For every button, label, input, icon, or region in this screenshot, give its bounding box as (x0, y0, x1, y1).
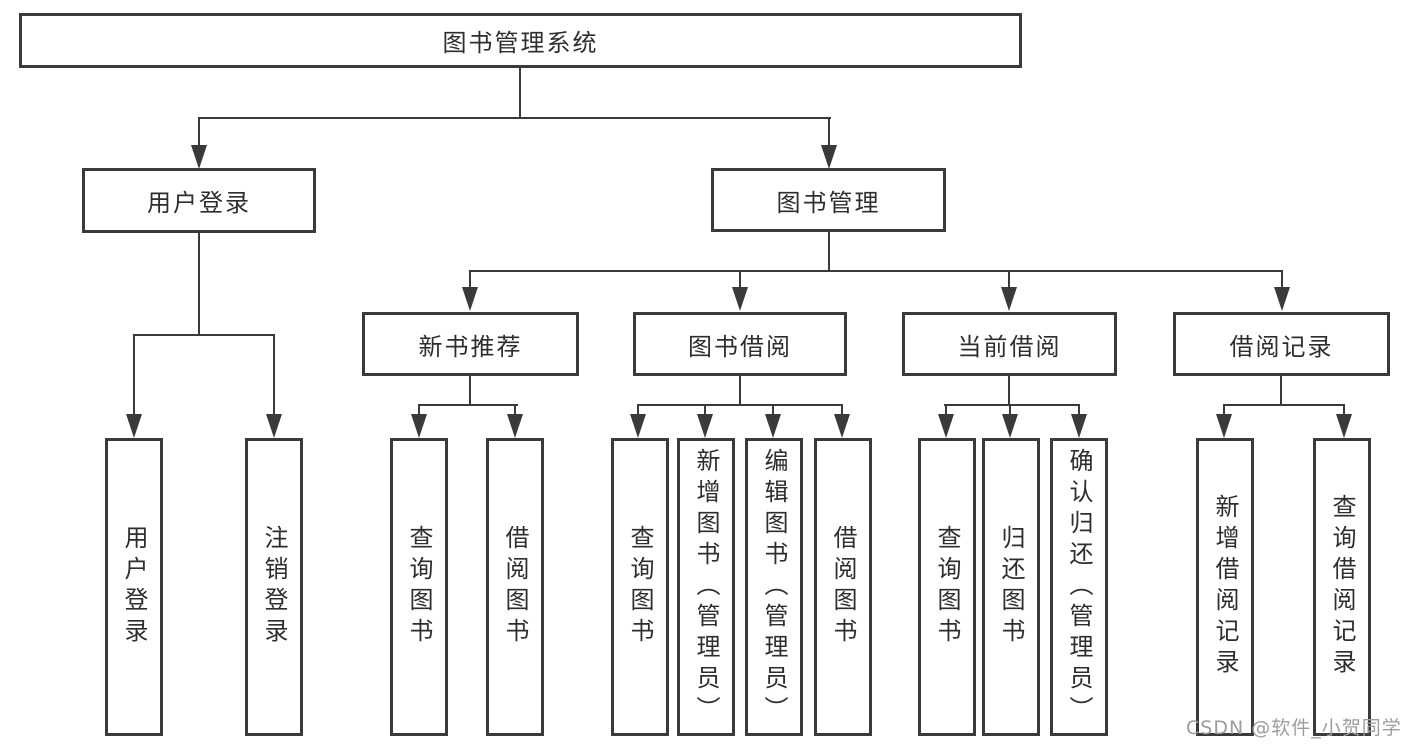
arrow-down-icon (462, 287, 478, 311)
watermark: CSDN @软件_小贺同学 (1186, 717, 1402, 739)
connector-line (841, 404, 843, 416)
connector-line (1223, 404, 1225, 416)
arrow-down-icon (1071, 414, 1087, 438)
leaf-newbook-borrow-books-label: 借阅图书 (501, 525, 529, 649)
leaf-newbook-borrow-books: 借阅图书 (486, 438, 544, 736)
connector-line (198, 232, 200, 336)
node-book-borrow-label: 图书借阅 (688, 332, 792, 361)
connector-line (519, 67, 521, 119)
arrow-down-icon (1336, 414, 1352, 438)
node-new-book-recommend: 新书推荐 (362, 312, 579, 376)
node-current-borrow: 当前借阅 (902, 312, 1117, 376)
node-borrow-records: 借阅记录 (1173, 312, 1390, 376)
connector-line (1078, 404, 1080, 416)
arrow-down-icon (821, 145, 837, 169)
connector-line (198, 117, 831, 119)
connector-line (1343, 404, 1345, 416)
leaf-current-query-books: 查询图书 (918, 438, 976, 736)
leaf-records-query-record-label: 查询借阅记录 (1328, 494, 1356, 680)
connector-line (273, 334, 275, 416)
arrow-down-icon (411, 414, 427, 438)
leaf-borrow-query-books: 查询图书 (611, 438, 669, 736)
leaf-records-add-record-label: 新增借阅记录 (1211, 494, 1239, 680)
leaf-current-confirm-return-admin: 确认归还（管理员） (1050, 438, 1108, 736)
arrow-down-icon (834, 414, 850, 438)
arrow-down-icon (1274, 287, 1290, 311)
connector-line (772, 404, 774, 416)
leaf-current-return-books: 归还图书 (982, 438, 1040, 736)
node-root-label: 图书管理系统 (442, 29, 599, 57)
connector-line (1223, 404, 1345, 406)
connector-line (637, 404, 843, 406)
leaf-login-logout-label: 注销登录 (260, 525, 288, 649)
node-borrow-records-label: 借阅记录 (1229, 332, 1334, 361)
node-user-login-label: 用户登录 (147, 189, 251, 217)
connector-line (1281, 270, 1283, 287)
arrow-down-icon (126, 414, 142, 438)
connector-line (1009, 404, 1011, 416)
leaf-borrow-add-books-admin-label: 新增图书（管理员） (692, 447, 720, 727)
arrow-down-icon (507, 414, 523, 438)
node-user-login: 用户登录 (82, 168, 316, 233)
connector-line (469, 375, 471, 406)
connector-line (1008, 375, 1010, 406)
arrow-down-icon (732, 287, 748, 311)
node-book-management-label: 图书管理 (776, 188, 881, 217)
leaf-borrow-borrow-books: 借阅图书 (814, 438, 872, 736)
arrow-down-icon (1216, 414, 1232, 438)
connector-line (828, 231, 830, 272)
connector-line (469, 270, 471, 287)
leaf-newbook-query-books-label: 查询图书 (405, 525, 433, 649)
leaf-records-add-record: 新增借阅记录 (1196, 438, 1254, 736)
connector-line (739, 375, 741, 406)
connector-line (198, 117, 200, 147)
connector-line (1008, 270, 1010, 287)
arrow-down-icon (765, 414, 781, 438)
arrow-down-icon (630, 414, 646, 438)
connector-line (133, 334, 135, 416)
node-book-borrow: 图书借阅 (633, 312, 847, 376)
leaf-current-confirm-return-admin-label: 确认归还（管理员） (1065, 447, 1093, 727)
leaf-borrow-borrow-books-label: 借阅图书 (829, 525, 857, 649)
node-new-book-recommend-label: 新书推荐 (418, 332, 523, 361)
connector-line (514, 404, 516, 416)
connector-line (704, 404, 706, 416)
connector-line (945, 404, 947, 416)
arrow-down-icon (938, 414, 954, 438)
leaf-borrow-edit-books-admin: 编辑图书（管理员） (745, 438, 803, 736)
connector-line (739, 270, 741, 287)
leaf-borrow-query-books-label: 查询图书 (626, 525, 654, 649)
connector-line (1280, 375, 1282, 406)
leaf-newbook-query-books: 查询图书 (390, 438, 448, 736)
leaf-borrow-add-books-admin: 新增图书（管理员） (677, 438, 735, 736)
arrow-down-icon (266, 414, 282, 438)
connector-line (469, 270, 1283, 272)
leaf-login-user-login: 用户登录 (105, 438, 163, 736)
leaf-borrow-edit-books-admin-label: 编辑图书（管理员） (760, 447, 788, 727)
leaf-login-user-login-label: 用户登录 (120, 525, 148, 649)
arrow-down-icon (191, 145, 207, 169)
leaf-login-logout: 注销登录 (245, 438, 303, 736)
leaf-records-query-record: 查询借阅记录 (1313, 438, 1371, 736)
leaf-current-query-books-label: 查询图书 (933, 525, 961, 649)
connector-line (418, 404, 420, 416)
connector-line (418, 404, 518, 406)
arrow-down-icon (1001, 287, 1017, 311)
connector-line (828, 117, 830, 147)
arrow-down-icon (1002, 414, 1018, 438)
node-book-management: 图书管理 (711, 168, 946, 232)
connector-line (637, 404, 639, 416)
connector-line (133, 334, 275, 336)
node-current-borrow-label: 当前借阅 (957, 332, 1062, 361)
leaf-current-return-books-label: 归还图书 (997, 525, 1025, 649)
arrow-down-icon (697, 414, 713, 438)
connector-line (944, 404, 1080, 406)
node-root: 图书管理系统 (19, 13, 1022, 68)
